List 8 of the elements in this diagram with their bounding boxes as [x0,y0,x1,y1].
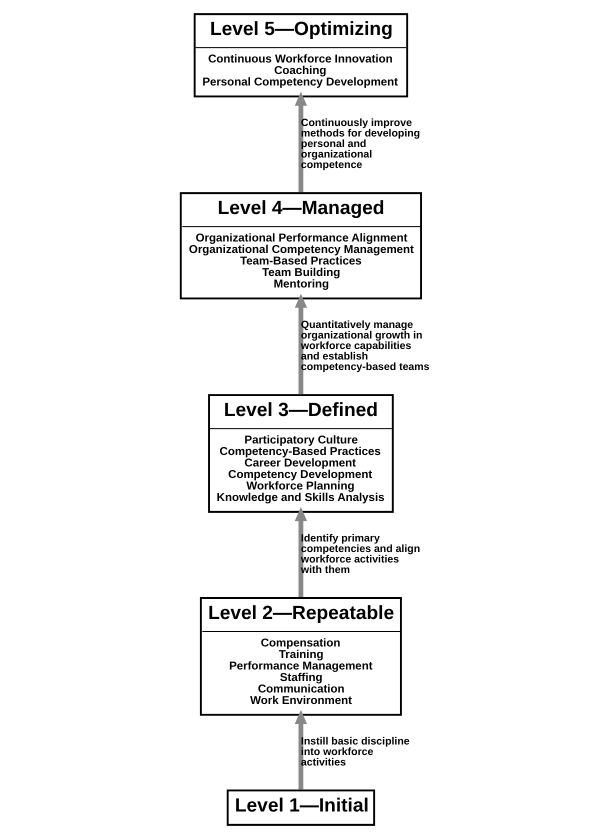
arrow [294,507,307,598]
edge-label: Continuously improve methods for developing personal and organizational competence [300,116,420,172]
edge-label: Quantitatively manage organizational growth in workforce capabilities and establish competency-based teams [300,318,429,374]
arrow [294,92,307,192]
arrow [294,710,307,790]
edge-label: Instill basic discipline into workforce activities [300,735,410,768]
edge-label: Identify primary competencies and align workforce activities with them [300,532,420,576]
arrow [294,294,307,394]
